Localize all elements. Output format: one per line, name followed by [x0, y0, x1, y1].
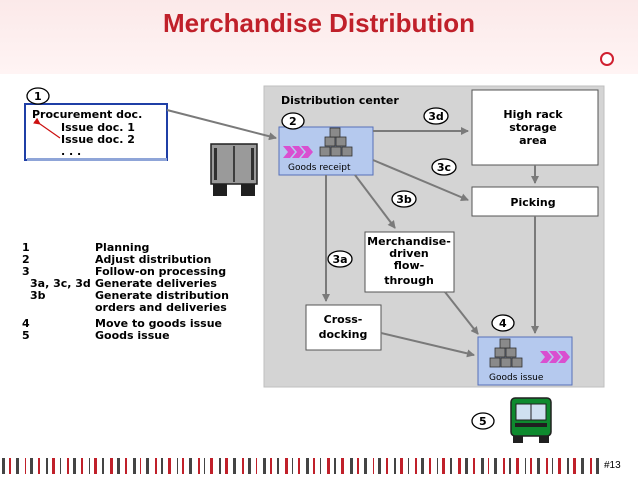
svg-text:2: 2	[289, 115, 297, 128]
procurement-doc-label: Procurement doc.	[32, 108, 142, 121]
svg-text:docking: docking	[319, 328, 368, 341]
outbound-truck-icon	[510, 397, 552, 443]
legend-text: Goods issue	[95, 329, 170, 342]
legend-text: Generate deliveries	[95, 277, 217, 290]
svg-text:Cross-: Cross-	[324, 313, 363, 326]
legend-step: 1	[22, 241, 30, 254]
arrow-procurement-to-receipt	[166, 109, 277, 141]
distribution-center-label: Distribution center	[281, 94, 399, 107]
title-bar	[0, 0, 638, 74]
svg-text:3b: 3b	[396, 193, 412, 206]
high-rack-storage-box: High rack storage area	[471, 89, 599, 166]
picking-box: Picking	[471, 186, 599, 217]
footer-barcode-strip	[2, 458, 599, 474]
legend-text: Generate distribution	[95, 289, 229, 302]
legend-text: Follow-on processing	[95, 265, 227, 278]
red-connector-arrow	[33, 117, 61, 139]
svg-text:storage: storage	[509, 121, 557, 134]
svg-text:1: 1	[34, 90, 42, 103]
step-5-badge: 5	[471, 412, 495, 430]
arrow-flow-through-to-goods-issue	[444, 291, 479, 335]
inbound-truck-icon	[210, 143, 258, 196]
flow-arrows	[166, 109, 539, 358]
svg-text:5: 5	[479, 415, 487, 428]
step-3a-badge: 3a	[327, 250, 353, 268]
legend-step: 3a, 3c, 3d	[30, 277, 91, 290]
step-2-badge: 2	[281, 112, 305, 130]
arrow-receipt-to-picking	[372, 159, 469, 201]
goods-issue-label: Goods issue	[489, 373, 544, 383]
boxes-icon	[489, 338, 523, 368]
goods-issue-box: Goods issue	[477, 336, 573, 386]
step-3b-badge: 3b	[391, 190, 417, 208]
legend-step: 3	[22, 265, 30, 278]
step-3d-badge: 3d	[423, 107, 449, 125]
svg-text:driven: driven	[389, 247, 429, 260]
issue-doc-2-label: Issue doc. 2	[61, 133, 135, 146]
legend-step: 2	[22, 253, 30, 266]
cross-docking-box: Cross- docking	[305, 304, 382, 351]
goods-receipt-box: Goods receipt	[278, 126, 374, 176]
svg-text:flow-: flow-	[394, 259, 424, 272]
arrow-cross-docking-to-goods-issue	[380, 332, 475, 358]
step-3c-badge: 3c	[431, 158, 457, 176]
svg-text:3d: 3d	[428, 110, 444, 123]
chevron-icon	[540, 351, 570, 363]
svg-text:High rack: High rack	[503, 108, 563, 121]
legend-step: 4	[22, 317, 30, 330]
svg-text:3a: 3a	[332, 253, 347, 266]
chevron-icon	[283, 146, 313, 158]
procurement-doc-box: Procurement doc. Issue doc. 1 Issue doc.…	[24, 103, 168, 161]
step-4-badge: 4	[491, 314, 515, 332]
legend-text: Planning	[95, 241, 150, 254]
boxes-icon	[319, 127, 353, 157]
svg-text:Picking: Picking	[510, 196, 555, 209]
page-number: #13	[604, 460, 621, 471]
legend-text: Adjust distribution	[95, 253, 212, 266]
svg-text:area: area	[519, 134, 547, 147]
arrow-receipt-to-flow-through	[354, 174, 396, 229]
legend-text: orders and deliveries	[95, 301, 227, 314]
svg-text:Merchandise-: Merchandise-	[367, 235, 451, 248]
ellipsis-label: . . .	[61, 145, 81, 158]
goods-receipt-label: Goods receipt	[288, 163, 351, 173]
legend-step: 5	[22, 329, 30, 342]
page-title: Merchandise Distribution	[162, 8, 476, 38]
svg-text:4: 4	[499, 317, 507, 330]
issue-doc-1-label: Issue doc. 1	[61, 121, 135, 134]
svg-text:3c: 3c	[437, 161, 451, 174]
step-1-badge: 1	[26, 87, 50, 105]
svg-text:through: through	[384, 274, 434, 287]
legend-text: Move to goods issue	[95, 317, 223, 330]
flow-through-box: Merchandise- driven flow- through	[364, 231, 455, 293]
legend-step: 3b	[30, 289, 46, 302]
corner-mark-icon	[600, 52, 614, 66]
